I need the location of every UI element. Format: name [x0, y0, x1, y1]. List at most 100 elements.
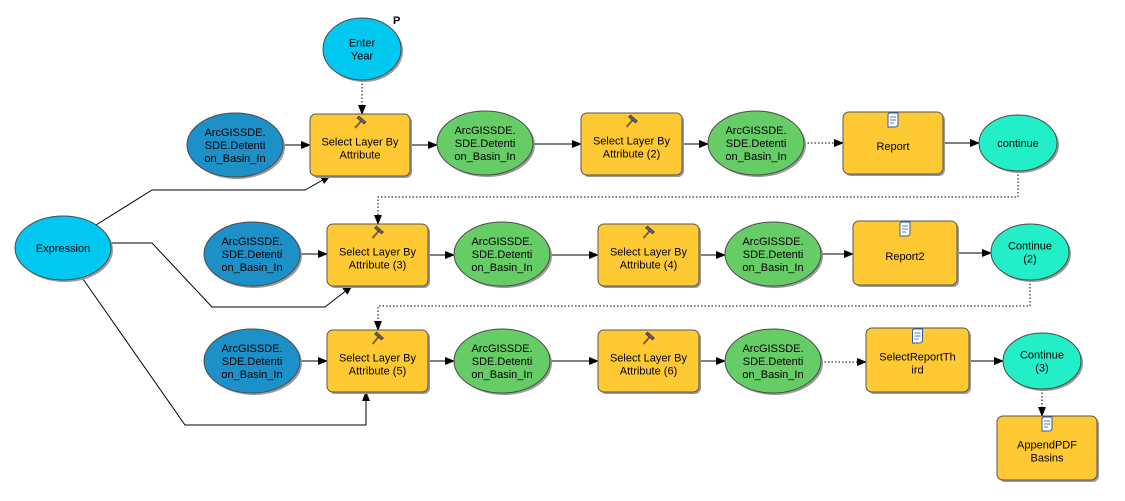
node-continue2[interactable]: Continue(2)	[990, 223, 1071, 282]
node-label: Report	[876, 141, 909, 153]
node-label: AppendPDF	[1017, 440, 1077, 452]
node-continue3[interactable]: Continue(3)	[1002, 332, 1083, 391]
node-label: on_Basin_In	[742, 262, 803, 274]
node-label: ArcGISSDE.	[221, 236, 282, 248]
variable-ellipse[interactable]	[186, 112, 284, 178]
hammer-icon	[642, 225, 655, 239]
node-label: ArcGISSDE.	[742, 343, 803, 355]
variable-ellipse[interactable]	[1002, 332, 1082, 390]
node-label: Attribute (4)	[620, 260, 677, 272]
variable-ellipse[interactable]	[724, 328, 822, 394]
node-layer: EnterYearPExpressionArcGISSDE.SDE.Detent…	[14, 15, 1099, 482]
hammer-icon	[371, 225, 384, 239]
node-continue1[interactable]: continue	[978, 114, 1059, 173]
script-icon	[912, 328, 923, 344]
connector-expression-to-sel5[interactable]	[82, 278, 370, 426]
node-label: Select Layer By	[593, 136, 671, 148]
node-label: on_Basin_In	[454, 151, 515, 163]
parameter-marker: P	[393, 15, 400, 27]
node-label: ArcGISSDE.	[725, 125, 786, 137]
tool-box[interactable]	[309, 113, 411, 177]
node-label: SDE.Detenti	[726, 138, 787, 150]
node-label: ArcGISSDE.	[742, 236, 803, 248]
node-label: ArcGISSDE.	[454, 125, 515, 137]
tool-box[interactable]	[842, 111, 944, 175]
connector-expression-to-sel3[interactable]	[108, 242, 353, 308]
variable-ellipse[interactable]	[203, 221, 301, 287]
node-label: Select Layer By	[321, 137, 399, 149]
variable-ellipse[interactable]	[14, 215, 112, 281]
node-label: Select Layer By	[339, 353, 417, 365]
node-label: on_Basin_In	[725, 151, 786, 163]
variable-ellipse[interactable]	[322, 17, 402, 81]
variable-ellipse[interactable]	[990, 223, 1070, 281]
hammer-icon	[642, 331, 655, 345]
node-label: SDE.Detenti	[205, 140, 266, 152]
tool-box[interactable]	[326, 223, 429, 287]
node-label: ArcGISSDE.	[471, 343, 532, 355]
node-label: ird	[911, 365, 923, 377]
node-label: SelectReportTh	[879, 352, 955, 364]
script-icon	[887, 112, 899, 128]
node-label: on_Basin_In	[204, 153, 265, 165]
variable-ellipse[interactable]	[978, 114, 1058, 172]
hammer-icon	[354, 115, 367, 129]
node-label: on_Basin_In	[742, 369, 803, 381]
tool-box[interactable]	[996, 415, 1098, 481]
node-label: continue	[997, 138, 1039, 150]
node-report[interactable]: Report	[842, 111, 945, 176]
tool-box[interactable]	[597, 329, 700, 393]
script-icon	[1041, 416, 1053, 432]
node-expression[interactable]: Expression	[14, 215, 113, 282]
tool-box[interactable]	[865, 327, 970, 393]
variable-ellipse[interactable]	[436, 110, 534, 176]
connector-continue1-to-sel3[interactable]	[374, 171, 1019, 225]
tool-box[interactable]	[597, 223, 700, 287]
hammer-icon	[625, 114, 638, 128]
variable-ellipse[interactable]	[724, 221, 822, 287]
node-label: SDE.Detenti	[222, 356, 283, 368]
node-label: SDE.Detenti	[472, 249, 533, 261]
variable-ellipse[interactable]	[707, 110, 805, 176]
tool-box[interactable]	[326, 329, 429, 393]
node-label: Enter	[349, 38, 376, 50]
connector-expression-to-sel1[interactable]	[95, 175, 331, 226]
tool-box[interactable]	[580, 112, 683, 176]
node-label: Attribute (2)	[603, 149, 660, 161]
variable-ellipse[interactable]	[453, 328, 551, 394]
node-label: on_Basin_In	[471, 262, 532, 274]
node-label: (2)	[1023, 254, 1036, 266]
connector-continue2-to-sel5[interactable]	[374, 280, 1031, 331]
variable-ellipse[interactable]	[203, 328, 301, 394]
node-label: Select Layer By	[610, 247, 688, 259]
node-report2[interactable]: Report2	[852, 220, 959, 287]
node-label: Report2	[885, 251, 924, 263]
node-label: SDE.Detenti	[743, 249, 804, 261]
node-label: Continue	[1008, 241, 1052, 253]
node-label: SDE.Detenti	[472, 356, 533, 368]
tool-box[interactable]	[852, 220, 958, 286]
node-label: ArcGISSDE.	[204, 127, 265, 139]
variable-ellipse[interactable]	[453, 221, 551, 287]
node-label: SDE.Detenti	[743, 356, 804, 368]
node-label: (3)	[1035, 363, 1048, 375]
